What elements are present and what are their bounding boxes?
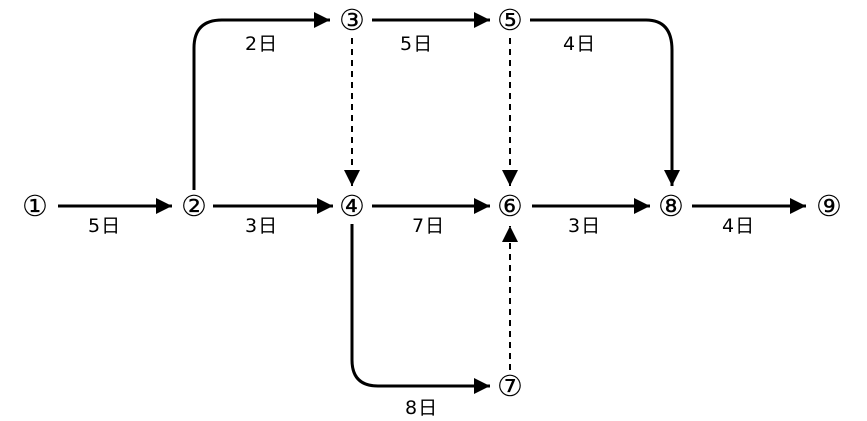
edges xyxy=(58,12,806,394)
edge-label-4-6: 7日 xyxy=(412,215,445,237)
edge-2-3 xyxy=(192,12,330,190)
nodes: ① ② ③ ④ ⑤ ⑥ ⑦ ⑧ ⑨ xyxy=(22,3,842,403)
edge-label-6-8: 3日 xyxy=(568,215,601,237)
edge-label-2-4: 3日 xyxy=(245,215,278,237)
edge-label-4-7: 8日 xyxy=(405,397,438,419)
node-5: ⑤ xyxy=(497,3,523,37)
edge-label-8-9: 4日 xyxy=(722,215,755,237)
node-2: ② xyxy=(181,189,207,223)
node-4: ④ xyxy=(339,189,365,223)
edge-label-5-8: 4日 xyxy=(563,33,596,55)
node-6: ⑥ xyxy=(497,189,523,223)
edge-5-8 xyxy=(530,18,680,186)
node-1: ① xyxy=(22,189,48,223)
node-9: ⑨ xyxy=(816,189,842,223)
edge-label-2-3: 2日 xyxy=(245,33,278,55)
edge-4-7 xyxy=(350,224,490,394)
node-7: ⑦ xyxy=(497,369,523,403)
node-3: ③ xyxy=(339,3,365,37)
node-8: ⑧ xyxy=(658,189,684,223)
edge-labels: 5日 2日 3日 5日 7日 8日 4日 3日 4日 xyxy=(88,33,755,419)
edge-label-1-2: 5日 xyxy=(88,215,121,237)
edge-label-3-5: 5日 xyxy=(400,33,433,55)
